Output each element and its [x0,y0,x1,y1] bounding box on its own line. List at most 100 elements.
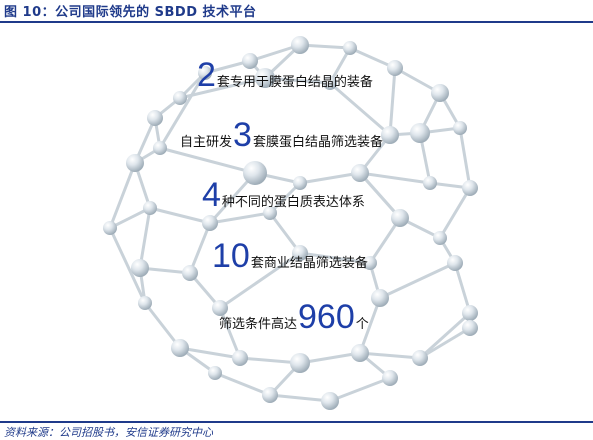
network-node [343,41,357,55]
network-edge [328,376,392,403]
highlight-line-4: 10 套商业结晶筛选装备 [211,239,368,273]
network-edge [358,351,422,360]
line-1-number: 2 [197,56,216,94]
network-node [462,320,478,336]
network-edge [108,226,147,305]
network-edge [138,206,152,270]
network-edge [158,146,257,175]
network-node [182,265,198,281]
network-edge [143,301,182,350]
network-node [212,300,228,316]
network-node [232,350,248,366]
network-node [412,350,428,366]
network-node [291,36,309,54]
network-node [138,296,152,310]
network-node [126,154,144,172]
network-node [433,231,447,245]
network-node [462,305,478,321]
network-edge [263,76,332,85]
network-edge [188,221,212,275]
network-node [462,180,478,196]
line-5-number: 960 [298,298,355,336]
network-edge [358,296,382,355]
network-edge [108,206,152,230]
source-note: 资料来源：公司招股书，安信证券研究中心 [4,426,213,439]
line-2-suffix: 套膜蛋白结晶筛选装备 [252,135,383,150]
network-node [290,353,310,373]
network-node [323,76,337,90]
network-node [363,256,377,270]
line-4-number: 10 [212,237,250,275]
line-4-suffix: 套商业结晶筛选装备 [250,256,368,271]
network-edge [158,71,207,150]
network-edge [418,326,472,360]
network-edge [298,251,372,265]
network-node [153,141,167,155]
bottom-rule [0,421,593,423]
line-2-prefix: 自主研发 [180,135,233,150]
network-node [351,164,369,182]
figure-title: 图 10：公司国际领先的 SBDD 技术平台 [4,5,257,20]
network-node [391,209,409,227]
network-edge [388,66,397,137]
network-node [431,84,449,102]
line-5-prefix: 筛选条件高达 [219,317,298,332]
top-rule [0,21,593,23]
network-node [147,110,163,126]
network-edge [268,181,302,215]
highlight-line-2: 自主研发 3 套膜蛋白结晶筛选装备 [180,118,383,152]
network-node [447,255,463,271]
network-edge [348,46,397,70]
network-node [381,126,399,144]
network-edge [453,261,472,315]
network-edge [328,81,392,137]
network-node [423,176,437,190]
network-node [255,68,275,88]
network-node [173,91,187,105]
network-node [131,259,149,277]
network-node [262,387,278,403]
network-edge [298,171,362,185]
network-node [143,201,157,215]
network-edge [438,186,472,240]
line-3-suffix: 种不同的蛋白质表达体系 [221,195,365,210]
network-edge [218,306,242,360]
line-2-number: 3 [233,116,252,154]
network-edge [218,251,302,310]
highlight-line-3: 4 种不同的蛋白质表达体系 [201,178,365,212]
network-node [371,289,389,307]
molecular-sphere-network-icon [103,36,478,410]
network-node [321,392,339,410]
network-node [208,366,222,380]
network-edge [108,161,137,230]
network-edge [208,211,272,225]
network-node [171,339,189,357]
network-edge [268,211,302,255]
network-edge [298,351,362,365]
network-node [198,66,212,80]
network-edge [268,393,332,403]
network-edge [368,216,402,265]
network-node [351,344,369,362]
network-edge [378,261,457,300]
network-edge [178,346,242,360]
network-edge [213,371,272,397]
network-node [202,215,218,231]
network-node [263,206,277,220]
highlight-line-5: 筛选条件高达 960 个 [219,300,369,334]
network-node [293,176,307,190]
network-edge [418,311,472,360]
network-edge [358,171,402,220]
network-edge [148,206,212,225]
network-node [103,221,117,235]
network-edge [178,76,267,100]
network-node [453,121,467,135]
network-node [410,123,430,143]
line-3-number: 4 [202,176,221,214]
line-5-suffix: 个 [355,317,369,332]
network-node [382,370,398,386]
network-edge [458,126,472,190]
network-node [387,60,403,76]
network-edge [358,171,432,185]
network-node [292,245,308,261]
